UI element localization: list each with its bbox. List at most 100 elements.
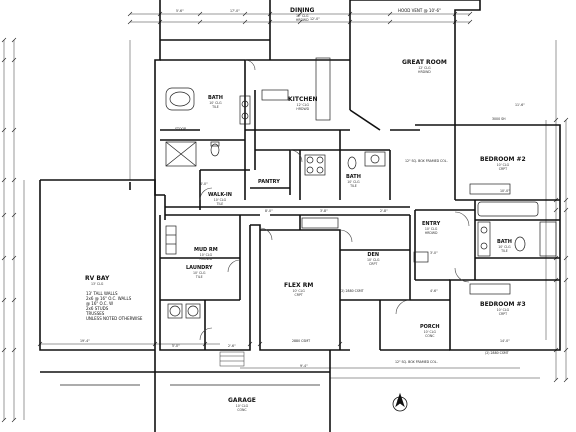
dimension-tick bbox=[11, 417, 17, 423]
dimension-tick bbox=[1, 347, 7, 353]
dimension-ticks bbox=[1, 11, 569, 423]
dimension-tick bbox=[563, 197, 569, 203]
flexrm-name: FLEX RM bbox=[284, 282, 314, 289]
entry-floor: HRDWD bbox=[424, 231, 438, 236]
dimension-lines bbox=[3, 13, 567, 420]
porch-floor: CONC bbox=[425, 334, 435, 339]
dimension-tick bbox=[197, 19, 203, 25]
laundry-name: LAUNDRY bbox=[186, 265, 213, 271]
garage-ceiling: 10' CLG bbox=[235, 404, 249, 408]
dimension-tick bbox=[297, 11, 303, 17]
dimension-tick bbox=[242, 19, 248, 25]
room-label-laundry: LAUNDRY 10' CLG TILE bbox=[186, 266, 213, 279]
kitchen-ceiling: 12' CLG bbox=[296, 103, 309, 107]
dimension-tick bbox=[467, 19, 473, 25]
room-label-mudrm: MUD RM 10' CLG HRDWD bbox=[194, 248, 218, 261]
dimension-tick bbox=[1, 177, 7, 183]
dimension-tick bbox=[553, 207, 559, 213]
dimension-tick bbox=[11, 177, 17, 183]
dining-name: DINING bbox=[290, 7, 315, 14]
dimension-tick bbox=[11, 127, 17, 133]
room-label-bedroom2: BEDROOM #2 10' CLG CRPT bbox=[480, 157, 526, 171]
dining-ceiling: 12' CLG bbox=[296, 14, 309, 18]
bath3-floor: TILE bbox=[501, 249, 508, 254]
dim-label: 11'-6" bbox=[515, 103, 525, 107]
bath1-name: BATH bbox=[208, 95, 223, 101]
note-rv-2: 2x6 @ 16" O.C. WALLS bbox=[86, 296, 132, 301]
dimension-tick bbox=[563, 277, 569, 283]
room-label-great-room: GREAT ROOM 12' CLG HRDWD bbox=[402, 60, 447, 74]
dim-label: 3'-8" bbox=[320, 209, 328, 213]
dimension-tick bbox=[1, 212, 7, 218]
dimension-tick bbox=[563, 377, 569, 383]
note-rv-4: 2x6 STUDS bbox=[86, 306, 109, 311]
dim-label: 17'-0" bbox=[230, 9, 240, 13]
great-room-floor: HRDWD bbox=[418, 70, 431, 75]
bedroom2-name: BEDROOM #2 bbox=[480, 156, 526, 163]
walkin-floor: TILE bbox=[216, 202, 224, 207]
room-label-bath3: BATH 10' CLG TILE bbox=[497, 240, 512, 253]
bath3-ceiling: 10' CLG bbox=[498, 245, 511, 249]
entry-name: ENTRY bbox=[422, 221, 441, 227]
entry-ceiling: 10' CLG bbox=[424, 227, 438, 231]
dimension-tick bbox=[127, 11, 133, 17]
dimension-tick bbox=[1, 297, 7, 303]
flexrm-floor: CRPT bbox=[294, 293, 303, 298]
kitchen-floor: HRDWD bbox=[296, 107, 310, 112]
bedroom3-ceiling: 10' CLG bbox=[496, 308, 510, 312]
room-label-pantry: PANTRY bbox=[258, 180, 280, 185]
bedroom3-name: BEDROOM #3 bbox=[480, 301, 526, 308]
dim-label: 2'-8" bbox=[380, 209, 388, 213]
room-label-den: DEN 10' CLG CRPT bbox=[367, 253, 379, 266]
garage-floor: CONC bbox=[237, 408, 247, 413]
dimension-tick bbox=[1, 37, 7, 43]
dimension-tick bbox=[11, 255, 17, 261]
den-floor: CRPT bbox=[369, 262, 378, 267]
mudrm-name: MUD RM bbox=[194, 247, 218, 253]
note-hood: HOOD VENT @ 10'-6" bbox=[398, 8, 441, 13]
room-label-bedroom3: BEDROOM #3 10' CLG CRPT bbox=[480, 302, 526, 316]
dimension-tick bbox=[242, 11, 248, 17]
note-rv-3: @ 16" O.C. W bbox=[86, 301, 114, 306]
bath2-ceiling: 10' CLG bbox=[347, 180, 360, 184]
dimension-tick bbox=[11, 57, 17, 63]
note-porch-col: 12" SQ. BOX FRAMED COL. bbox=[395, 360, 438, 364]
dimension-tick bbox=[563, 117, 569, 123]
note-cmnt-c: 2880 CSMT bbox=[292, 339, 311, 343]
dimension-tick bbox=[1, 57, 7, 63]
den-name: DEN bbox=[367, 252, 380, 258]
dimension-tick bbox=[11, 37, 17, 43]
dimension-tick bbox=[1, 127, 7, 133]
room-label-dining: DINING 12' CLG HRDWD bbox=[290, 8, 314, 22]
bath2-floor: TILE bbox=[350, 184, 357, 189]
garage-step-hatch bbox=[219, 351, 245, 367]
room-label-porch: PORCH 10' CLG CONC bbox=[420, 325, 440, 338]
walls bbox=[39, 0, 561, 432]
bath2-name: BATH bbox=[346, 174, 361, 180]
bedroom2-floor: CRPT bbox=[498, 167, 508, 172]
flexrm-ceiling: 10' CLG bbox=[292, 289, 305, 293]
great-room-ceiling: 12' CLG bbox=[418, 66, 431, 70]
door-swings bbox=[199, 59, 470, 341]
dim-label: 8'-0" bbox=[265, 209, 273, 213]
dimension-tick bbox=[553, 117, 559, 123]
room-label-flexrm: FLEX RM 10' CLG CRPT bbox=[284, 283, 313, 297]
room-label-kitchen: KITCHEN 12' CLG HRDWD bbox=[288, 97, 318, 111]
garage-name: GARAGE bbox=[228, 397, 256, 404]
room-label-bath2: BATH 10' CLG TILE bbox=[346, 175, 361, 188]
note-cmnt-b: (2) 2880 CSMT bbox=[485, 351, 509, 355]
bath1-ceiling: 10' CLG bbox=[209, 101, 222, 105]
great-room-name: GREAT ROOM bbox=[402, 59, 447, 66]
note-stoop: STOOP bbox=[175, 127, 186, 131]
dimension-tick bbox=[563, 255, 569, 261]
dimension-tick bbox=[467, 11, 473, 17]
dimension-tick bbox=[553, 377, 559, 383]
dim-label: 2'-6" bbox=[228, 344, 236, 348]
bedroom2-ceiling: 10' CLG bbox=[496, 163, 510, 167]
porch-name: PORCH bbox=[420, 324, 440, 330]
bath1-floor: TILE bbox=[212, 105, 219, 110]
porch-ceiling: 10' CLG bbox=[423, 330, 437, 334]
pantry-name: PANTRY bbox=[258, 179, 280, 185]
room-label-bath1: BATH 10' CLG TILE bbox=[208, 96, 223, 109]
